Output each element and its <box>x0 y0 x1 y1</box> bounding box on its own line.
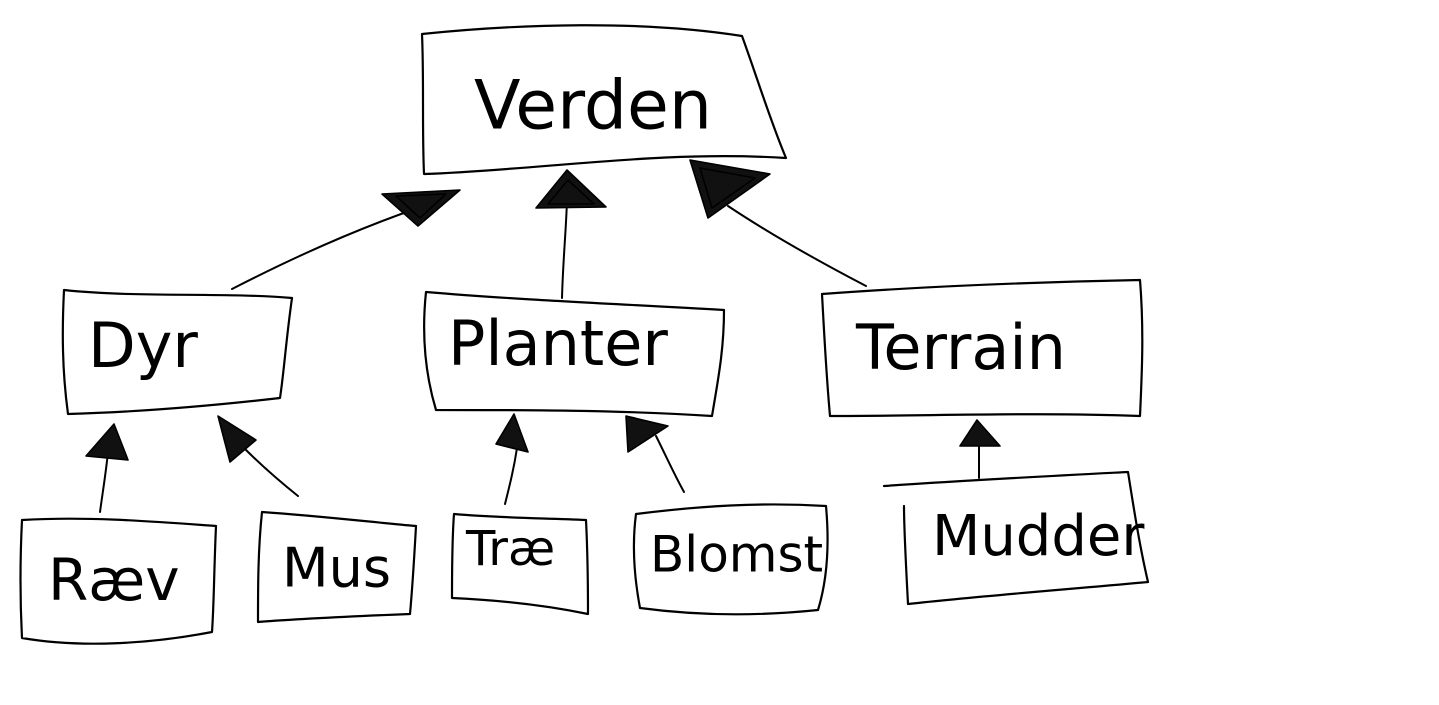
node-label: Mus <box>282 537 391 600</box>
edges-layer <box>99 199 980 513</box>
edge-planter-verden <box>561 199 568 299</box>
node-box <box>423 290 726 418</box>
arrowheads-layer <box>85 159 1001 463</box>
node-trae: Træ <box>450 512 590 616</box>
node-label: Blomst <box>650 526 823 584</box>
node-label: Planter <box>448 307 668 380</box>
node-planter: Planter <box>423 290 726 418</box>
arrowhead-trae-planter <box>495 413 529 453</box>
node-box <box>632 503 829 616</box>
node-label: Mudder <box>932 504 1145 569</box>
edge-raev-dyr <box>99 451 109 513</box>
node-label: Terrain <box>855 311 1066 384</box>
node-label: Verden <box>474 67 712 146</box>
arrowhead-dyr-verden <box>381 189 461 227</box>
arrowhead-planter-verden <box>535 169 607 209</box>
node-box <box>61 288 294 416</box>
node-mudder: Mudder <box>882 470 1150 606</box>
arrowhead-blomst-planter <box>625 415 669 453</box>
edge-mus-dyr <box>243 447 299 497</box>
node-box <box>256 510 418 624</box>
arrowhead-mudder-terrain <box>959 419 1001 447</box>
node-label: Ræv <box>48 546 180 614</box>
edge-trae-planter <box>504 447 518 505</box>
node-box <box>19 517 218 645</box>
edge-dyr-verden <box>231 207 419 290</box>
node-box <box>820 278 1144 418</box>
edge-blomst-planter <box>655 435 685 493</box>
node-verden: Verden <box>420 24 788 176</box>
edge-terrain-verden <box>727 205 867 287</box>
node-box <box>450 512 590 616</box>
node-dyr: Dyr <box>61 288 294 416</box>
node-label: Dyr <box>88 309 198 382</box>
node-mus: Mus <box>256 510 418 624</box>
node-raev: Ræv <box>19 517 218 645</box>
node-label: Træ <box>465 521 555 577</box>
arrowhead-terrain-verden <box>689 159 771 219</box>
node-box <box>420 24 788 176</box>
arrowhead-raev-dyr <box>85 423 129 461</box>
arrowhead-mus-dyr <box>217 415 257 463</box>
node-blomst: Blomst <box>632 503 829 616</box>
node-terrain: Terrain <box>820 278 1144 418</box>
node-box <box>882 470 1150 606</box>
